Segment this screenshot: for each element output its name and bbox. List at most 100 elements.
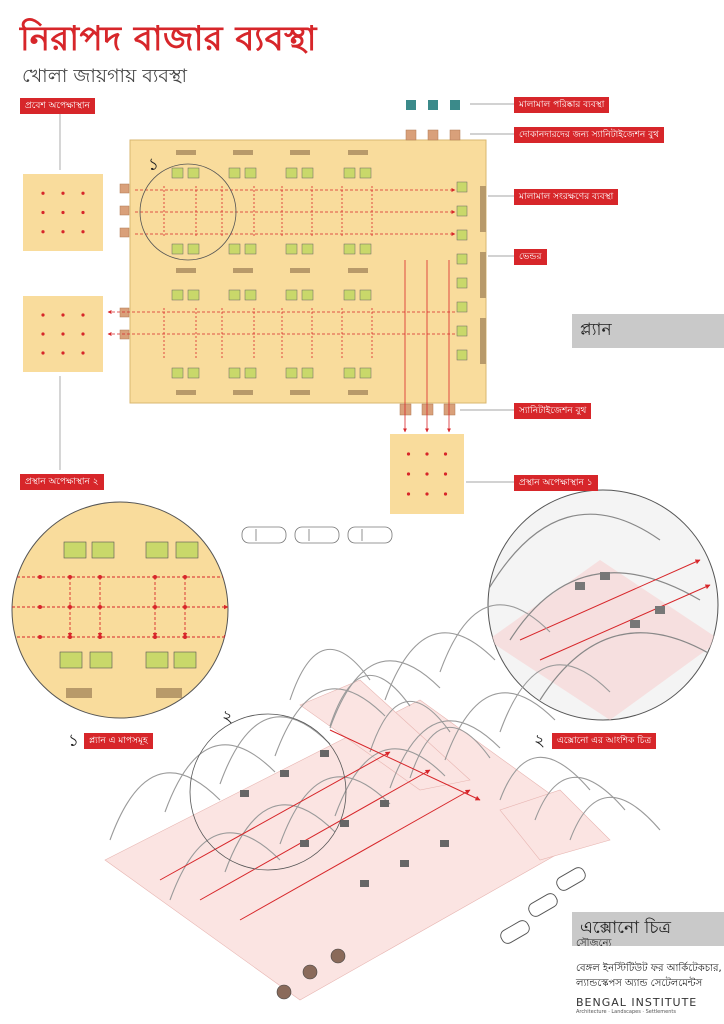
waiting-grid-dot xyxy=(81,191,85,195)
waiting-grid-dot xyxy=(443,452,448,456)
vendor-stall xyxy=(228,167,241,179)
waiting-grid-dot xyxy=(425,472,429,476)
vendor-stall xyxy=(285,367,298,379)
vendor-stall xyxy=(187,289,200,301)
page-title: নিরাপদ বাজার ব্যবস্থা xyxy=(20,19,318,59)
parked-cars xyxy=(241,526,393,544)
detail-1-callout xyxy=(139,163,237,261)
label-entry-waiting: প্রবেশ অপেক্ষাস্থান xyxy=(20,98,95,114)
vendor-stall xyxy=(456,301,468,313)
label-goods-storage: মালামাল সংরক্ষণের ব্যবস্থা xyxy=(514,189,619,205)
detail-2-callout xyxy=(189,713,347,871)
vendor-stall xyxy=(171,167,184,179)
waiting-grid-dot xyxy=(61,332,65,336)
detail-2-partial-axono xyxy=(487,489,719,721)
credits-courtesy: সৌজন্যে xyxy=(576,938,612,949)
storage-shelf xyxy=(233,150,253,155)
waiting-grid-dot xyxy=(443,492,448,496)
label-vendor: ভেন্ডর xyxy=(514,249,547,265)
label-exit-waiting-1: প্রস্থান অপেক্ষাস্থান ১ xyxy=(514,475,598,491)
label-axono: এক্সোনো চিত্র xyxy=(572,912,724,946)
canopy-arch xyxy=(164,744,276,813)
plan-marker: ১ xyxy=(148,155,159,175)
waiting-grid-dot xyxy=(41,313,45,317)
canopy-arch xyxy=(499,664,611,733)
canopy-arch xyxy=(289,648,371,701)
logo-name: BENGAL INSTITUTE xyxy=(576,996,698,1009)
waiting-grid-dot xyxy=(425,452,429,456)
vendor-stall xyxy=(343,167,356,179)
waiting-grid-dot xyxy=(443,472,448,476)
vendor-stall xyxy=(285,289,298,301)
storage-shelf xyxy=(348,268,368,273)
canopy-arch xyxy=(369,700,451,753)
vendor-stall xyxy=(171,289,184,301)
vendor-stall xyxy=(456,181,468,193)
entry-sanitization-booths xyxy=(119,183,130,340)
vendor-stall xyxy=(343,289,356,301)
vendor-stall xyxy=(285,243,298,255)
waiting-grid-dot xyxy=(41,332,45,336)
vendor-stall xyxy=(456,205,468,217)
vendor-stall xyxy=(343,367,356,379)
credits-line1: বেঙ্গল ইনস্টিটিউট ফর আর্কিটেকচার, xyxy=(576,963,722,974)
canopy-arch xyxy=(409,726,491,779)
storage-shelf xyxy=(290,150,310,155)
vendor-stall xyxy=(285,167,298,179)
waiting-grid-dot xyxy=(61,313,65,317)
waiting-grid-dot xyxy=(41,191,45,195)
label-goods-cleaning: মালামাল পরিষ্কার ব্যবস্থা xyxy=(514,97,610,113)
canopy-arch xyxy=(444,692,556,761)
detail-1-plan-measurements xyxy=(11,501,229,719)
exit-sanitization-booths xyxy=(399,403,456,416)
canopy-arch xyxy=(569,796,661,841)
waiting-grid-dot xyxy=(425,492,429,496)
vendor-stall xyxy=(228,243,241,255)
waiting-grid-dot xyxy=(61,351,65,355)
detail-1-number: ১ xyxy=(68,731,80,751)
vendor-stall xyxy=(456,325,468,337)
canopy-arch xyxy=(499,756,591,801)
vendor-stall xyxy=(359,243,372,255)
waiting-grid-dot xyxy=(81,351,85,355)
waiting-grid-dot xyxy=(81,332,85,336)
vendor-stall xyxy=(456,349,468,361)
axono-marker: ২ xyxy=(222,707,233,727)
storage-shelf xyxy=(176,390,196,395)
credits: সৌজন্যে বেঙ্গল ইনস্টিটিউট ফর আর্কিটেকচার… xyxy=(576,936,722,991)
canopy-arch xyxy=(384,632,496,701)
storage-shelf xyxy=(176,268,196,273)
waiting-grid-dot xyxy=(61,230,65,234)
storage-shelf xyxy=(348,390,368,395)
waiting-grid-dot xyxy=(41,210,45,215)
axonometric-view: ২ xyxy=(104,604,661,1001)
waiting-grid-dot xyxy=(81,210,85,215)
vendor-stall xyxy=(301,167,314,179)
vendor-stall xyxy=(244,289,257,301)
waiting-grid-dot xyxy=(406,452,411,456)
storage-shelf xyxy=(290,268,310,273)
waiting-grid-dot xyxy=(61,191,65,195)
vendor-stall xyxy=(187,243,200,255)
vendor-stall xyxy=(187,167,200,179)
waiting-grid-dot xyxy=(406,472,411,476)
storage-shelf xyxy=(176,150,196,155)
vendor-stall xyxy=(171,243,184,255)
waiting-grid-dot xyxy=(41,351,45,355)
storage-shelf xyxy=(233,390,253,395)
label-detail-2: এক্সোনো এর আংশিক চিত্র xyxy=(552,733,657,749)
credits-line2: ল্যান্ডস্কেপস অ্যান্ড সেটেলমেন্টস xyxy=(576,978,703,989)
vendor-stall xyxy=(301,243,314,255)
vendor-stall xyxy=(359,167,372,179)
canopy-arch xyxy=(224,804,336,873)
canopy-arch xyxy=(534,776,626,821)
waiting-grid-dot xyxy=(41,230,45,234)
canopy-arch xyxy=(219,716,331,785)
storage-shelf xyxy=(290,390,310,395)
page-subtitle: খোলা জায়গায় ব্যবস্থা xyxy=(22,65,188,87)
vendor-stall xyxy=(244,167,257,179)
vendor-stall xyxy=(343,243,356,255)
goods-storage xyxy=(480,186,486,364)
vendor-stall xyxy=(359,367,372,379)
